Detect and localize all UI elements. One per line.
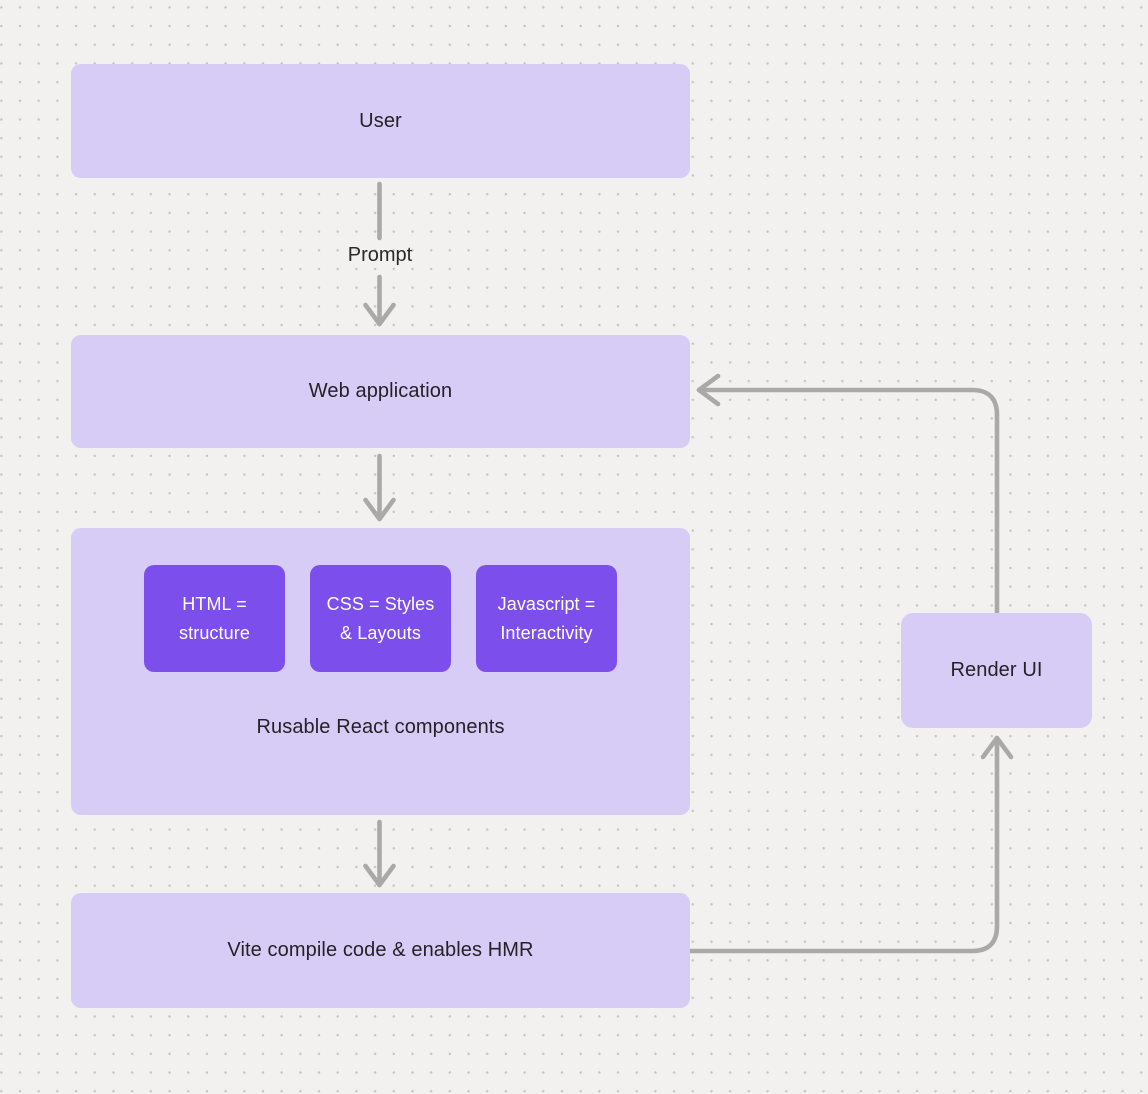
node-web-application-label: Web application: [308, 380, 453, 402]
edge-vite-to-render-arrow: [687, 735, 1014, 954]
node-vite: Vite compile code & enables HMR: [71, 893, 690, 1008]
node-vite-label: Vite compile code & enables HMR: [227, 939, 534, 961]
chip-html: HTML = structure: [144, 565, 285, 672]
edge-render-to-web-arrow: [696, 373, 1000, 615]
components-row: HTML = structure CSS = Styles & Layouts …: [71, 565, 690, 672]
edge-prompt-label: Prompt: [347, 244, 413, 266]
node-components-group: HTML = structure CSS = Styles & Layouts …: [71, 528, 690, 815]
chip-html-label: HTML = structure: [179, 593, 250, 643]
components-caption: Rusable React components: [256, 716, 505, 738]
chip-javascript-label: Javascript = Interactivity: [497, 593, 596, 643]
node-user: User: [71, 64, 690, 178]
chip-javascript: Javascript = Interactivity: [476, 565, 617, 672]
chip-css: CSS = Styles & Layouts: [310, 565, 451, 672]
node-render-ui: Render UI: [901, 613, 1092, 728]
node-render-ui-label: Render UI: [950, 659, 1043, 681]
node-user-label: User: [359, 109, 402, 132]
chip-css-label: CSS = Styles & Layouts: [326, 593, 435, 643]
node-web-application: Web application: [71, 335, 690, 448]
